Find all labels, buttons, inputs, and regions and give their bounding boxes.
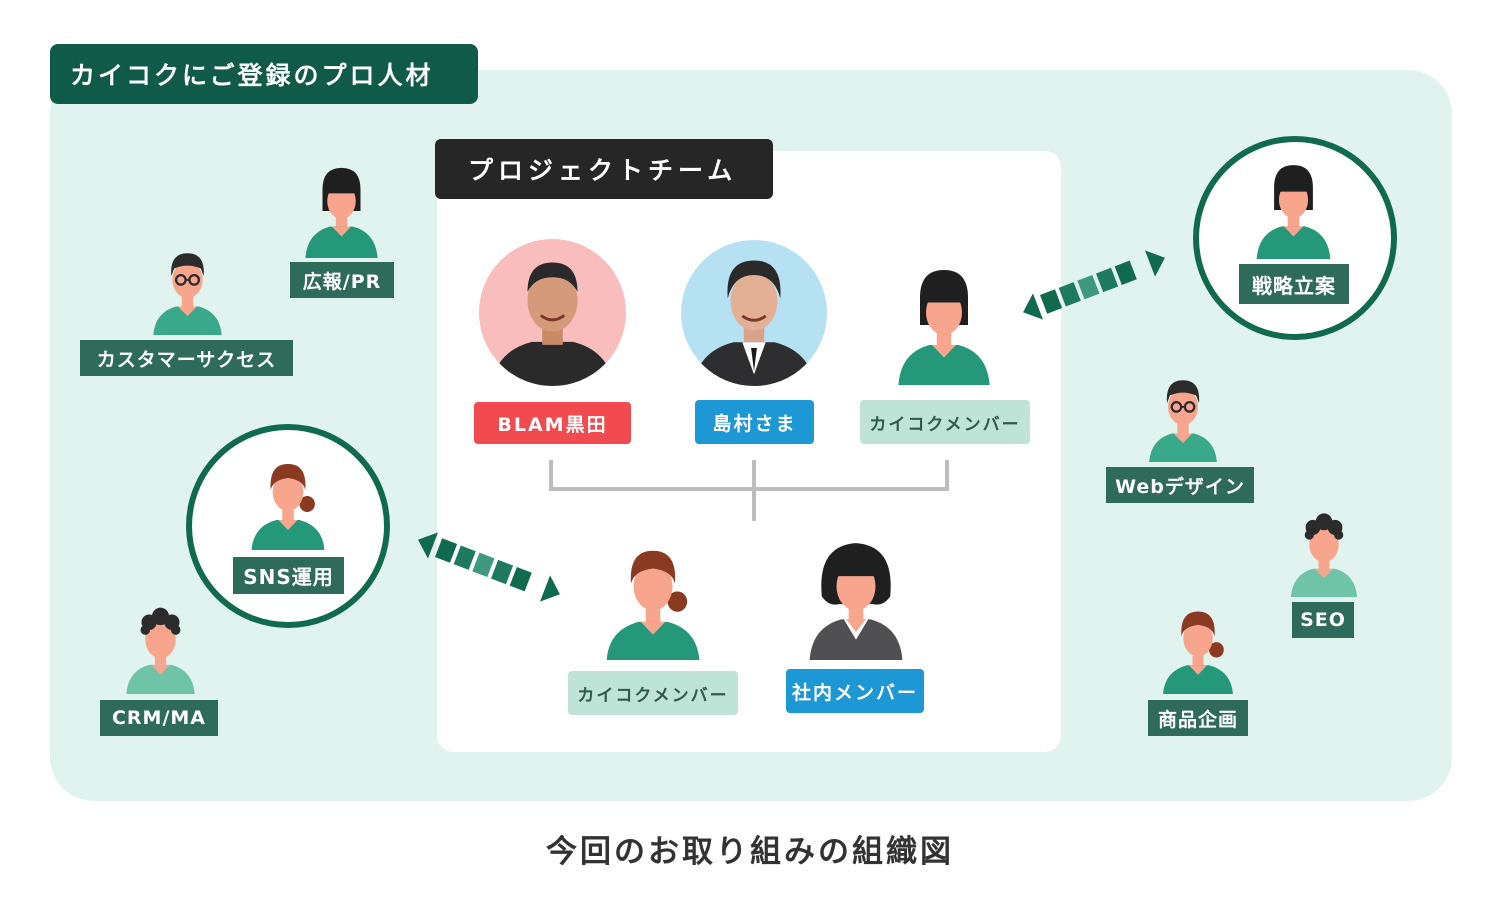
company-member-avatar (795, 533, 917, 660)
member-tag-kaikoku-bottom: カイコクメンバー (568, 671, 738, 715)
kuroda-photo (479, 239, 626, 386)
member-tag-shimamura: 島村さま (695, 400, 814, 444)
arrow-right-talent (1023, 250, 1165, 320)
member-tag-company: 社内メンバー (786, 669, 924, 713)
shimamura-photo (681, 240, 827, 386)
talent-tag-strategy: 戦略立案 (1239, 264, 1349, 304)
talent-tag-product-planning: 商品企画 (1148, 700, 1248, 736)
org-connector-lines (549, 460, 949, 521)
customer-success-avatar (140, 240, 235, 335)
crm-avatar (113, 597, 208, 694)
product-planning-avatar (1152, 598, 1244, 694)
pr-avatar (294, 160, 389, 258)
arrow-left-talent (418, 532, 560, 602)
talent-tag-customer-success: カスタマーサクセス (80, 340, 293, 376)
kaikoku-member-avatar-bottom (592, 533, 714, 660)
seo-avatar (1278, 503, 1370, 597)
member-tag-kaikoku-top: カイコクメンバー (860, 400, 1030, 444)
member-tag-kuroda: BLAM黒田 (474, 402, 631, 444)
talent-tag-web-design: Webデザイン (1106, 467, 1254, 503)
kaikoku-member-avatar-top (884, 260, 1004, 385)
web-design-avatar (1136, 367, 1230, 462)
talent-tag-crm: CRM/MA (100, 700, 218, 736)
talent-tag-pr: 広報/PR (290, 262, 394, 298)
strategy-avatar (1245, 157, 1342, 259)
talent-tag-seo: SEO (1292, 602, 1354, 638)
project-team-title: プロジェクトチーム (435, 139, 773, 199)
sns-avatar (240, 450, 336, 550)
talent-tag-sns: SNS運用 (233, 557, 344, 594)
talent-pool-title: カイコクにご登録のプロ人材 (50, 44, 478, 104)
diagram-caption: 今回のお取り組みの組織図 (546, 834, 954, 870)
